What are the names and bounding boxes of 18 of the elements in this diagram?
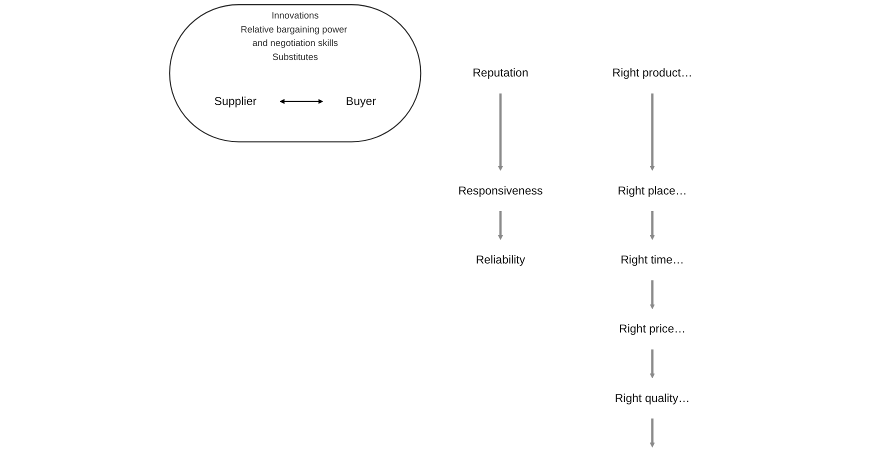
arrow (650, 93, 655, 171)
arrow (650, 210, 655, 240)
arrow (280, 98, 324, 104)
node-text: Supplier (214, 95, 257, 108)
arrow (498, 93, 503, 171)
arrow (650, 349, 655, 378)
node-text: Right price… (618, 322, 686, 336)
node-text: Right place… (618, 184, 687, 198)
node-text: Right product… (612, 66, 692, 80)
node-text: Right quality… (614, 392, 690, 405)
arrow (498, 210, 503, 240)
arrow (650, 418, 655, 448)
node-text: Right time… (620, 254, 684, 266)
node-text: Responsiveness (458, 184, 543, 198)
node-text: Buyer (346, 95, 376, 108)
arrow (650, 280, 655, 310)
node-text: Reliability (476, 254, 526, 266)
node-text: Reputation (472, 66, 528, 80)
